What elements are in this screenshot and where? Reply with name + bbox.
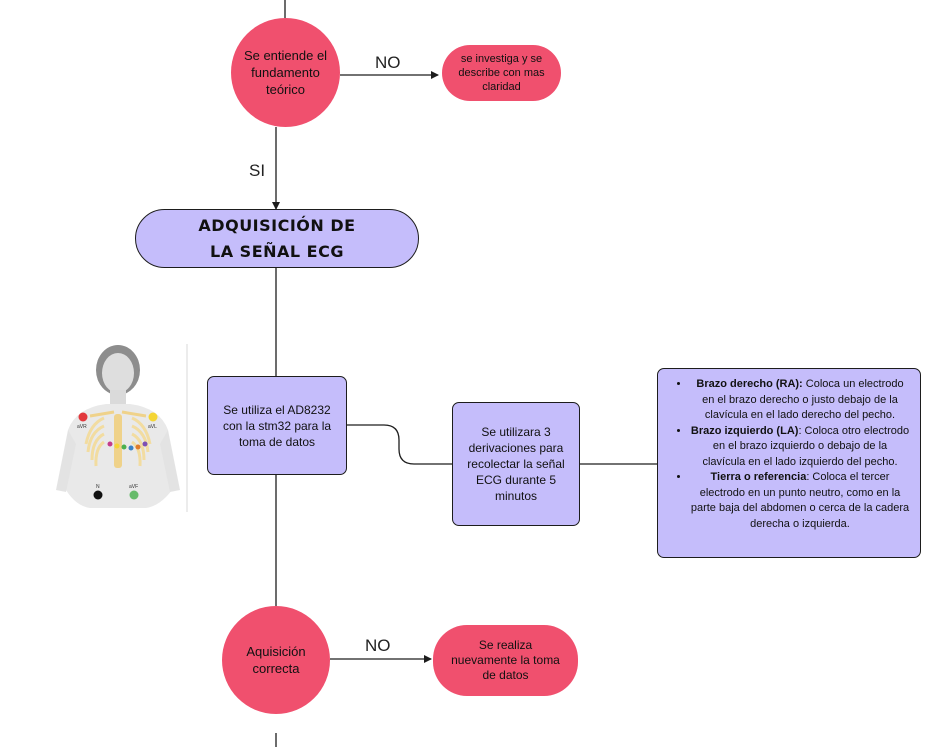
electrode-ground-text: : Coloca el tercer electrodo en un punto… bbox=[690, 471, 910, 530]
electrode-placement-list[interactable]: Brazo derecho (RA): Coloca un electrodo … bbox=[657, 368, 921, 558]
label-avf: aVF bbox=[129, 484, 138, 490]
electrode-la-term: Brazo izquierdo (LA) bbox=[690, 424, 799, 437]
decision-understand-theory[interactable]: Se entiende el fundamento teórico bbox=[231, 18, 340, 127]
electrode-item-la: Brazo izquierdo (LA): Coloca otro electr… bbox=[690, 424, 910, 471]
edge-label-no-1: NO bbox=[375, 53, 401, 72]
label-avl: aVL bbox=[148, 424, 157, 430]
no-branch-investigate-text: se investiga y se describe con mas clari… bbox=[458, 53, 545, 93]
no-branch-repeat-acquisition-text: Se realiza nuevamente la toma de datos bbox=[451, 638, 560, 682]
torso-illustration: aVR aVL N aVF bbox=[56, 344, 188, 512]
decision-correct-acquisition[interactable]: Aquisición correcta bbox=[222, 606, 330, 714]
electrode-item-ground: Tierra o referencia: Coloca el tercer el… bbox=[690, 470, 910, 532]
electrode-ra-term: Brazo derecho (RA): bbox=[696, 378, 803, 390]
title-ecg-acquisition[interactable]: ADQUISICIÓN DE LA SEÑAL ECG bbox=[135, 209, 419, 268]
electrode-la-text: : Coloca otro electrodo en el brazo izqu… bbox=[702, 424, 910, 468]
edge-label-si: SI bbox=[249, 161, 266, 180]
electrode-ra-text: Coloca un electrodo en el brazo derecho … bbox=[702, 378, 904, 421]
no-branch-investigate[interactable]: se investiga y se describe con mas clari… bbox=[442, 45, 561, 101]
title-ecg-acquisition-text: ADQUISICIÓN DE LA SEÑAL ECG bbox=[198, 215, 356, 261]
three-leads-process-text: Se utilizara 3 derivaciones para recolec… bbox=[467, 425, 565, 503]
label-n: N bbox=[96, 484, 100, 490]
hardware-ad8232-stm32-text: Se utiliza el AD8232 con la stm32 para l… bbox=[222, 402, 332, 449]
electrode-ground-term: Tierra o referencia bbox=[710, 471, 807, 483]
torso-electrode-figure: aVR aVL N aVF bbox=[50, 340, 188, 512]
edge-label-no-2: NO bbox=[365, 636, 391, 655]
decision-understand-theory-text: Se entiende el fundamento teórico bbox=[243, 48, 328, 97]
electrode-item-ra: Brazo derecho (RA): Coloca un electrodo … bbox=[690, 377, 910, 424]
three-leads-process[interactable]: Se utilizara 3 derivaciones para recolec… bbox=[452, 402, 580, 526]
hardware-ad8232-stm32[interactable]: Se utiliza el AD8232 con la stm32 para l… bbox=[207, 376, 347, 475]
edge-hardware-to-leads bbox=[347, 424, 452, 465]
no-branch-repeat-acquisition[interactable]: Se realiza nuevamente la toma de datos bbox=[433, 625, 578, 696]
label-avr: aVR bbox=[77, 424, 87, 430]
decision-correct-acquisition-text: Aquisición correcta bbox=[246, 644, 306, 676]
